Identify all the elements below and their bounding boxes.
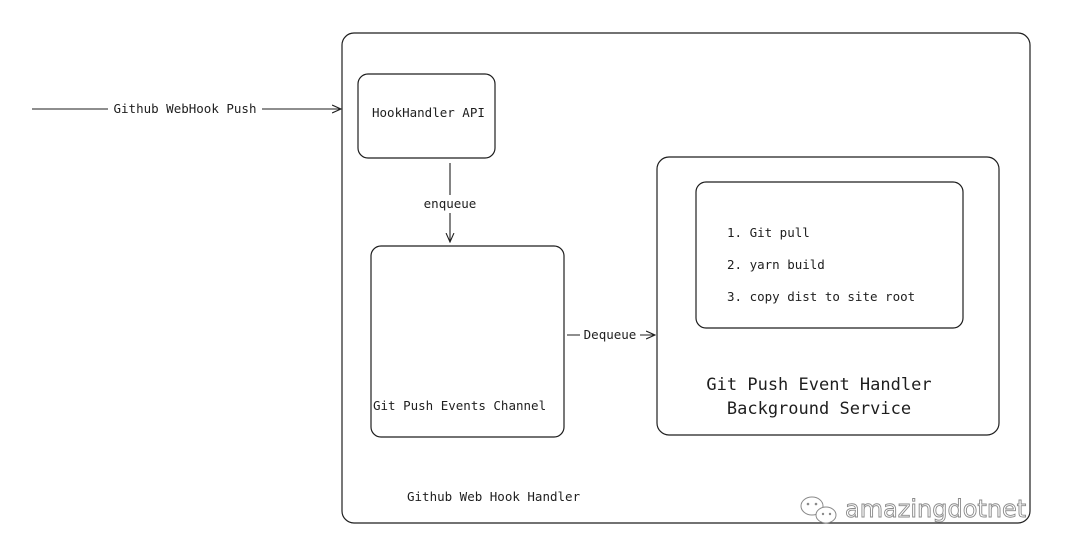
step-item: 2. yarn build — [727, 257, 825, 272]
steps-node — [695, 181, 964, 329]
service-node — [656, 156, 1000, 436]
step-item: 3. copy dist to site root — [727, 289, 915, 304]
enqueue-edge-label: enqueue — [424, 196, 477, 211]
outer-container-label: Github Web Hook Handler — [407, 489, 581, 504]
enqueue-edge: enqueue — [418, 163, 482, 242]
dequeue-edge-label: Dequeue — [584, 327, 637, 342]
step-item: 1. Git pull — [727, 225, 810, 240]
watermark: amazingdotnet — [800, 495, 1027, 524]
wechat-icon — [800, 496, 837, 524]
api-node — [357, 73, 496, 159]
channel-node — [370, 245, 565, 438]
channel-node-label: Git Push Events Channel — [373, 398, 546, 413]
outer-container — [341, 32, 1031, 524]
webhook-edge-label: Github WebHook Push — [114, 101, 257, 116]
watermark-text: amazingdotnet — [845, 495, 1026, 523]
webhook-edge: Github WebHook Push — [32, 100, 341, 118]
api-node-label: HookHandler API — [372, 105, 485, 120]
service-node-label-line2: Background Service — [727, 399, 911, 419]
service-node-label-line1: Git Push Event Handler — [706, 375, 931, 395]
dequeue-edge: Dequeue — [567, 326, 655, 344]
